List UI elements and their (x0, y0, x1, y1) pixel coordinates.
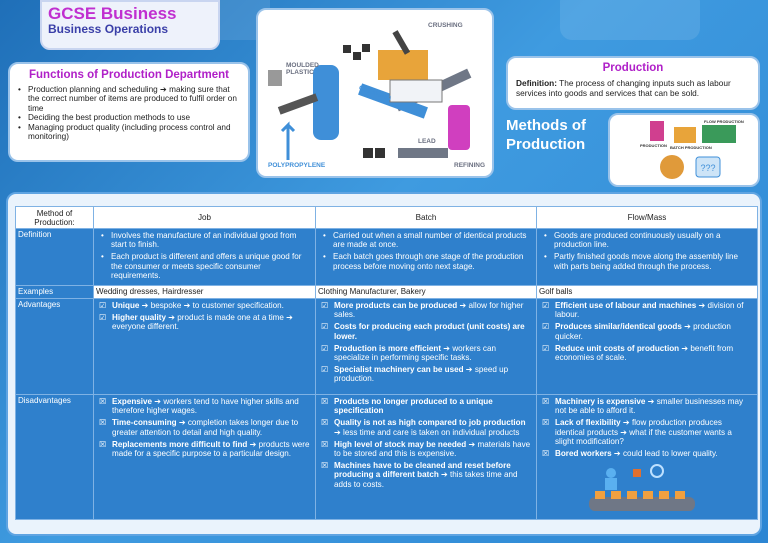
svg-text:???: ??? (700, 163, 715, 173)
list-item: Partly finished goods move along the ass… (542, 252, 752, 270)
list-item: Replacements more difficult to find ➔ pr… (99, 440, 310, 458)
page-subtitle: Business Operations (48, 22, 169, 36)
cell-examples-batch: Clothing Manufacturer, Bakery (315, 285, 537, 300)
methods-table-panel: Method of Production: Job Batch Flow/Mas… (6, 192, 762, 536)
list-item: Specialist machinery can be used ➔ speed… (321, 365, 531, 383)
spiral-icon (313, 65, 339, 140)
functions-item: Production planning and scheduling ➔ mak… (18, 85, 240, 113)
list-item: Quality is not as high compared to job p… (321, 418, 531, 436)
cell-definition-batch: Carried out when a small number of ident… (315, 227, 537, 287)
table-row-advantages: Advantages Unique ➔ bespoke ➔ to custome… (15, 298, 758, 396)
lead-ingot-icon (363, 148, 373, 158)
list-item: Expensive ➔ workers tend to have higher … (99, 397, 310, 415)
label-polypropylene: POLYPROPYLENE (268, 162, 326, 169)
refining-tank-icon (448, 105, 470, 150)
cell-advantages-job: Unique ➔ bespoke ➔ to customer specifica… (93, 298, 316, 396)
functions-item: Managing product quality (including proc… (18, 123, 240, 142)
production-methods-illustration: ??? PRODUCTION BATCH PRODUCTION FLOW PRO… (608, 113, 760, 187)
table-row-definition: Definition Involves the manufacture of a… (15, 227, 758, 287)
table-row-examples: Examples Wedding dresses, Hairdresser Cl… (15, 285, 758, 300)
table-header-row: Method of Production: Job Batch Flow/Mas… (15, 206, 758, 229)
excavator-icon (378, 50, 428, 80)
row-label-advantages: Advantages (15, 298, 94, 396)
list-item: Reduce unit costs of production ➔ benefi… (542, 344, 752, 362)
methods-heading: Methods of Production (506, 117, 586, 153)
list-item: Production is more efficient ➔ workers c… (321, 344, 531, 362)
teddy-bear-icon (660, 155, 684, 179)
process-illustration (268, 30, 472, 160)
decor-blob (560, 0, 700, 40)
label-lead: LEAD (418, 138, 436, 145)
golf-balls-icon (702, 125, 736, 143)
list-item: Machinery is expensive ➔ smaller busines… (542, 397, 752, 415)
battery-icon (343, 45, 351, 53)
dress-icon (650, 121, 664, 141)
row-label-definition: Definition (15, 227, 94, 287)
row-label-disadvantages: Disadvantages (15, 394, 94, 521)
header-batch: Batch (315, 206, 537, 229)
table-row-disadvantages: Disadvantages Expensive ➔ workers tend t… (15, 394, 758, 521)
list-item: Carried out when a small number of ident… (321, 231, 531, 249)
list-item: Lack of flexibility ➔ flow production pr… (542, 418, 752, 446)
header-job: Job (93, 206, 316, 229)
arrow-up-icon (280, 121, 296, 160)
list-item: Involves the manufacture of an individua… (99, 231, 310, 249)
production-title: Production (602, 62, 664, 74)
list-item: Goods are produced continuously usually … (542, 231, 752, 249)
plastic-container-icon (268, 70, 282, 86)
cell-definition-flow: Goods are produced continuously usually … (536, 227, 758, 287)
functions-panel: Functions of Production Department Produ… (8, 62, 250, 162)
row-label-examples: Examples (15, 285, 94, 300)
cell-definition-job: Involves the manufacture of an individua… (93, 227, 316, 287)
list-item: Each batch goes through one stage of the… (321, 252, 531, 270)
cell-examples-flow: Golf balls (536, 285, 758, 300)
page-title: GCSE Business (48, 4, 177, 23)
list-item: Produces similar/identical goods ➔ produ… (542, 322, 752, 340)
header-method: Method of Production: (15, 206, 94, 229)
production-definition-panel: Production Definition: The process of ch… (506, 56, 760, 110)
cell-advantages-batch: More products can be produced ➔ allow fo… (315, 298, 537, 396)
header-flow: Flow/Mass (536, 206, 758, 229)
question-card-icon (695, 156, 721, 178)
list-item: Products no longer produced to a unique … (321, 397, 531, 415)
production-definition: Definition: The process of changing inpu… (516, 78, 750, 98)
toy-label-flow: FLOW PRODUCTION (704, 119, 744, 124)
assembly-line-icon (589, 464, 695, 512)
functions-list: Production planning and scheduling ➔ mak… (18, 85, 240, 141)
list-item: Efficient use of labour and machines ➔ d… (542, 301, 752, 319)
cell-examples-job: Wedding dresses, Hairdresser (93, 285, 316, 300)
methods-table: Method of Production: Job Batch Flow/Mas… (15, 206, 758, 521)
recycling-process-diagram: CRUSHING MOULDED PLASTIC CLEANING LEAD R… (256, 8, 494, 178)
list-item: Machines have to be cleaned and reset be… (321, 461, 531, 489)
list-item: Costs for producing each product (unit c… (321, 322, 531, 340)
toy-label-batch: BATCH PRODUCTION (670, 145, 712, 150)
label-moulded-plastic: MOULDED PLASTIC (286, 62, 319, 76)
functions-item: Deciding the best production methods to … (18, 113, 240, 123)
cell-disadvantages-batch: Products no longer produced to a unique … (315, 394, 537, 521)
cell-disadvantages-job: Expensive ➔ workers tend to have higher … (93, 394, 316, 521)
toy-label-production: PRODUCTION (640, 143, 667, 148)
list-item: Bored workers ➔ could lead to lower qual… (542, 449, 752, 458)
cell-disadvantages-flow: Machinery is expensive ➔ smaller busines… (536, 394, 758, 521)
toys-illustration: ??? (650, 121, 736, 179)
cell-advantages-flow: Efficient use of labour and machines ➔ d… (536, 298, 758, 396)
label-refining: REFINING (454, 162, 486, 169)
list-item: Unique ➔ bespoke ➔ to customer specifica… (99, 301, 310, 310)
list-item: More products can be produced ➔ allow fo… (321, 301, 531, 319)
list-item: High level of stock may be needed ➔ mate… (321, 440, 531, 458)
label-crushing: CRUSHING (428, 22, 463, 29)
definition-text: The process of changing inputs such as l… (516, 78, 731, 98)
title-banner: GCSE Business Business Operations (40, 0, 220, 50)
shirt-icon (674, 127, 696, 143)
list-item: Each product is different and offers a u… (99, 252, 310, 280)
list-item: Time-consuming ➔ completion takes longer… (99, 418, 310, 436)
functions-title: Functions of Production Department (29, 69, 229, 81)
list-item: Higher quality ➔ product is made one at … (99, 313, 310, 331)
definition-label: Definition: (516, 78, 558, 88)
